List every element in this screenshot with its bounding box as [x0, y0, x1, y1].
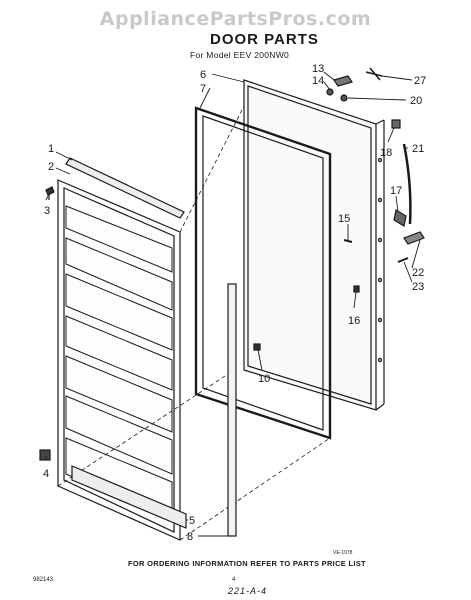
- callout-16: 16: [348, 315, 360, 327]
- callout-3: 3: [44, 205, 50, 217]
- clip-part-18: [391, 119, 401, 129]
- callout-1: 1: [48, 143, 54, 155]
- cover-part-27: [365, 67, 383, 81]
- leader-lines: [45, 71, 421, 537]
- plug-part-10: [253, 343, 261, 351]
- model-subtitle: For Model EEV 200NW0: [190, 50, 290, 60]
- screw-part-3: [45, 186, 55, 200]
- hinge-part-13: [333, 75, 353, 87]
- top-trim-strip: [65, 157, 185, 219]
- watermark: AppliancePartsPros.com: [99, 8, 372, 30]
- washer-part-20: [340, 94, 348, 102]
- screw-part-15: [343, 239, 353, 243]
- hinge-part-17: [393, 209, 407, 227]
- part-number-code: 982143: [33, 577, 54, 583]
- inner-door-liner: [57, 105, 331, 541]
- callout-8: 8: [187, 531, 193, 543]
- callout-15: 15: [338, 213, 350, 225]
- ordering-note: FOR ORDERING INFORMATION REFER TO PARTS …: [128, 559, 366, 568]
- callout-22: 22: [412, 267, 424, 279]
- page-code: 221-A-4: [228, 586, 268, 596]
- breaker-strip: [227, 283, 237, 537]
- callout-14: 14: [312, 75, 324, 87]
- page-title: DOOR PARTS: [210, 31, 319, 48]
- callout-20: 20: [410, 95, 422, 107]
- callout-10: 10: [258, 373, 270, 385]
- callout-5: 5: [189, 515, 195, 527]
- screw-part-23: [397, 257, 409, 263]
- bracket-part-4: [39, 449, 51, 461]
- callout-17: 17: [390, 185, 402, 197]
- callout-23: 23: [412, 281, 424, 293]
- bottom-trim-strip: [71, 465, 187, 529]
- callout-4: 4: [43, 468, 49, 480]
- outer-door-panel: [243, 79, 385, 411]
- callout-6: 6: [200, 69, 206, 81]
- bracket-part-22: [403, 231, 425, 245]
- callout-21: 21: [412, 143, 424, 155]
- door-gasket: [194, 106, 332, 440]
- callout-27: 27: [414, 75, 426, 87]
- callout-7: 7: [200, 83, 206, 95]
- callout-13: 13: [312, 63, 324, 75]
- callout-2: 2: [48, 161, 54, 173]
- rod-part-21: [402, 143, 412, 225]
- page-marker: 4: [232, 577, 236, 583]
- bushing-part-14: [326, 88, 334, 96]
- pin-part-16: [353, 285, 360, 293]
- callout-18: 18: [380, 147, 392, 159]
- drawing-code: VE-1978: [333, 550, 353, 556]
